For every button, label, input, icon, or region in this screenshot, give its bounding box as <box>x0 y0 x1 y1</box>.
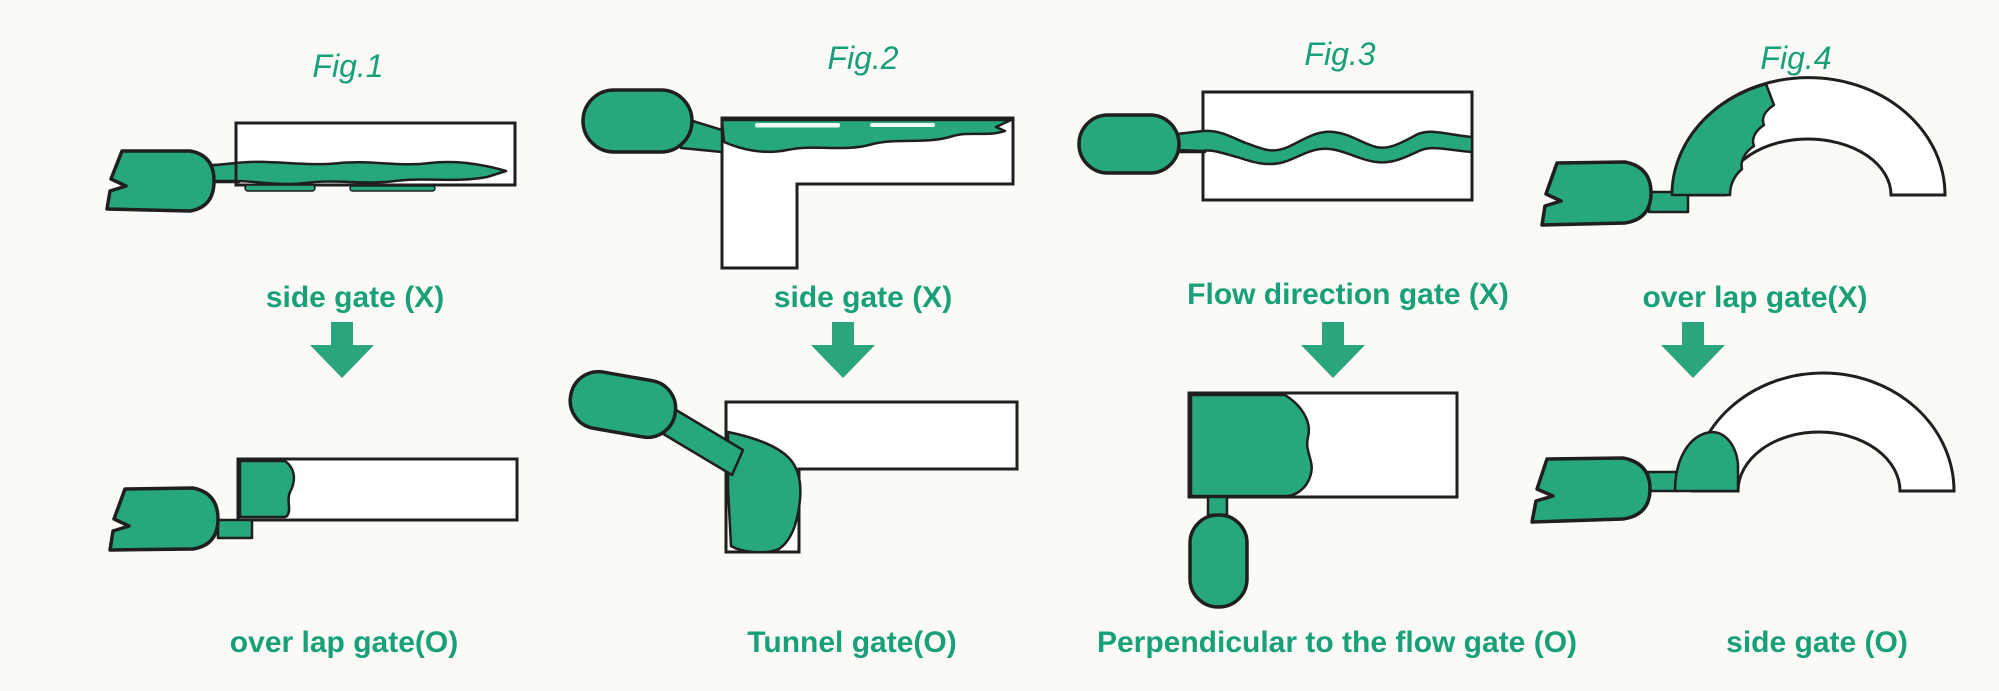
fig2-good-label: Tunnel gate(O) <box>747 626 957 659</box>
fig3-good-label: Perpendicular to the flow gate (O) <box>1096 626 1578 659</box>
fig3-bad-label: Flow direction gate (X) <box>1187 278 1509 311</box>
gate-fill-blob <box>726 430 802 554</box>
melt-flow-jetting <box>720 118 1013 154</box>
melt-flow-snake <box>1175 129 1474 166</box>
fig3-title: Fig.3 <box>1304 36 1376 72</box>
fig2-good-diagram <box>568 369 1019 554</box>
fig1-bad-label: side gate (X) <box>265 281 445 314</box>
fig4-title: Fig.4 <box>1760 40 1832 76</box>
fig3-bad-diagram <box>1077 90 1474 202</box>
arch-part-outline <box>1690 371 1956 493</box>
fig4-bad-diagram <box>1540 76 1947 227</box>
flow-gap <box>870 123 935 127</box>
l-part-outline <box>720 116 1015 270</box>
fig1-good-label: over lap gate(O) <box>229 626 459 659</box>
sprue-shape <box>1540 160 1653 227</box>
fig2-bad-label: side gate (X) <box>773 281 953 314</box>
sprue-shape <box>105 149 216 213</box>
gate-fill-blob <box>238 459 296 519</box>
sprue-capsule-shape <box>1188 513 1249 609</box>
runner-shape <box>1646 470 1680 493</box>
melt-flow-jetting <box>203 160 508 186</box>
down-arrow-icon <box>811 322 875 378</box>
fig1-title: Fig.1 <box>312 48 384 84</box>
fig1-bad-diagram <box>105 121 517 213</box>
sprue-capsule-shape <box>581 88 694 154</box>
sprue-capsule-shape <box>1077 113 1181 175</box>
fig2-bad-diagram <box>581 88 1015 270</box>
gate-fill-blob <box>1189 393 1313 498</box>
runner-shape <box>216 518 254 540</box>
sprue-shape <box>1530 456 1652 524</box>
flow-gap <box>755 123 840 128</box>
melt-streak <box>349 185 436 192</box>
fig4-good-label: side gate (O) <box>1726 626 1908 659</box>
fig4-bad-label: over lap gate(X) <box>1642 281 1868 314</box>
down-arrow-icon <box>310 322 374 378</box>
gate-fill-blob <box>1673 430 1740 493</box>
gate-stem-shape <box>1206 495 1229 517</box>
sprue-shape <box>108 486 220 552</box>
sprue-capsule-shape <box>568 369 678 440</box>
down-arrow-icon <box>1301 322 1365 378</box>
fig1-good-diagram <box>108 457 519 552</box>
melt-flow-climb <box>1670 82 1776 197</box>
melt-streak <box>244 184 316 192</box>
fig3-good-diagram <box>1187 391 1459 609</box>
fig4-good-diagram <box>1530 371 1956 524</box>
down-arrow-icon <box>1661 322 1725 378</box>
fig2-title: Fig.2 <box>827 40 899 76</box>
